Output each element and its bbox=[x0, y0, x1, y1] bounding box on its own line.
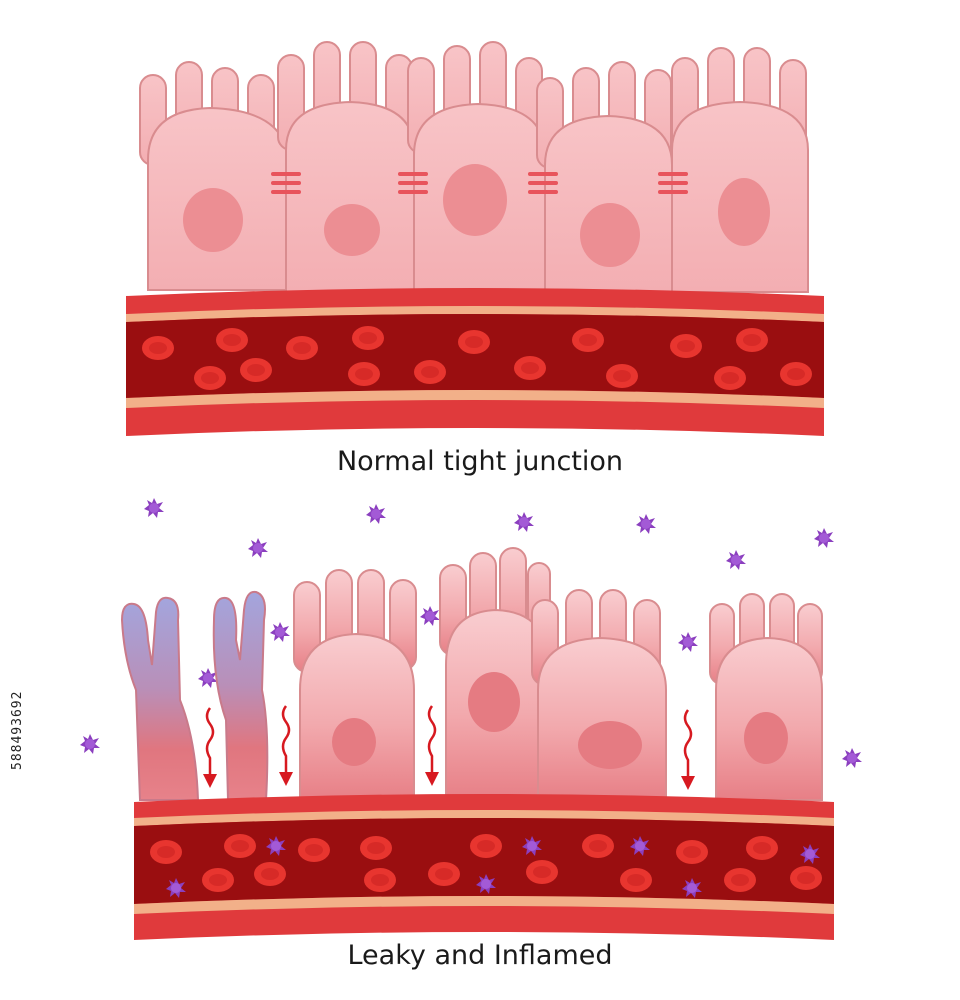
leak-arrow bbox=[203, 707, 217, 788]
blood-vessel bbox=[134, 794, 834, 940]
epithelial-cell bbox=[407, 41, 546, 293]
epithelial-cell bbox=[277, 41, 415, 293]
tight-junction bbox=[658, 172, 688, 194]
nucleus bbox=[580, 203, 640, 267]
epithelial-cell bbox=[671, 47, 809, 293]
nucleus bbox=[332, 718, 376, 766]
normal-epithelium bbox=[139, 41, 809, 293]
epithelial-cell bbox=[709, 593, 823, 801]
stock-id-label: 588493692 bbox=[10, 690, 25, 770]
nucleus bbox=[183, 188, 243, 252]
epithelial-cell bbox=[531, 589, 667, 801]
epithelial-cell bbox=[536, 61, 673, 293]
nucleus bbox=[744, 712, 788, 764]
leak-arrow bbox=[425, 705, 439, 786]
epithelial-cell bbox=[139, 61, 289, 291]
epithelial-cell bbox=[439, 547, 551, 801]
nucleus bbox=[578, 721, 642, 769]
nucleus bbox=[324, 204, 380, 256]
tight-junction bbox=[528, 172, 558, 194]
inflamed-cell bbox=[120, 596, 200, 801]
nucleus bbox=[443, 164, 507, 236]
inflamed-cell bbox=[212, 590, 269, 801]
caption-leaky: Leaky and Inflamed bbox=[347, 940, 613, 971]
epithelial-cell bbox=[293, 569, 417, 801]
leak-arrow bbox=[681, 709, 695, 790]
caption-normal: Normal tight junction bbox=[336, 446, 624, 477]
nucleus bbox=[468, 672, 520, 732]
tight-junction bbox=[398, 172, 428, 194]
blood-vessel bbox=[126, 288, 824, 436]
tight-junction bbox=[271, 172, 301, 194]
nucleus bbox=[718, 178, 770, 246]
leaky-epithelium bbox=[120, 547, 823, 801]
leak-arrow bbox=[279, 705, 293, 786]
